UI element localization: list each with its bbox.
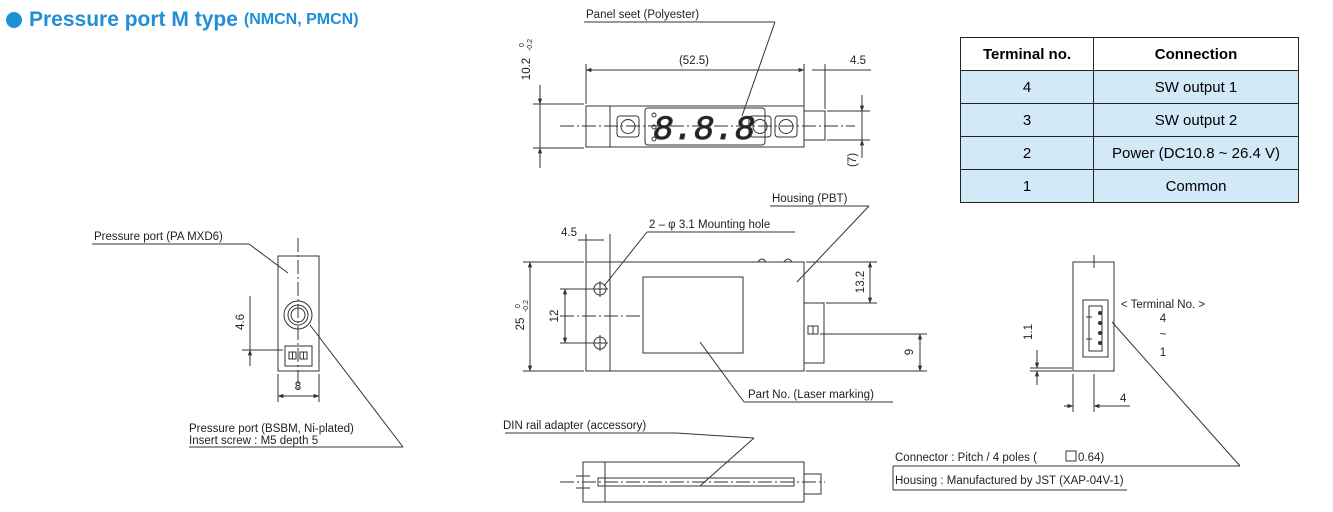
label-panel-seet: Panel seet (Polyester) <box>586 9 699 21</box>
display-window <box>644 107 766 146</box>
dim-1-1: 1.1 <box>1023 324 1035 340</box>
port-circle-inner <box>287 304 309 326</box>
label-connector-pitch: Connector : Pitch / 4 poles ( <box>895 452 1037 464</box>
bullet-icon <box>6 12 22 28</box>
label-pressure-port-bsbm: Pressure port (BSBM, Ni-plated) <box>189 423 354 435</box>
connection-cell: Common <box>1093 169 1299 203</box>
terminal-no-cell: 4 <box>960 70 1094 104</box>
display-digits: 8.8.8 <box>653 112 755 150</box>
housing-outline <box>585 261 805 372</box>
square-icon <box>1065 450 1077 462</box>
button-icon <box>752 119 768 134</box>
led-icon <box>651 124 657 130</box>
header-connection: Connection <box>1093 37 1299 71</box>
connector-body <box>803 302 825 364</box>
label-din-rail: DIN rail adapter (accessory) <box>503 420 646 432</box>
label-terminal-no-header: < Terminal No. > <box>1121 299 1205 311</box>
connector-housing <box>1082 299 1109 358</box>
dim-4: 4 <box>1120 393 1127 405</box>
side-view <box>560 258 825 372</box>
dim-25: 25 <box>515 318 527 331</box>
dim-4-5-mid: 4.5 <box>561 227 577 239</box>
label-mounting-hole: 2 – φ 3.1 Mounting hole <box>649 219 770 231</box>
title-main: Pressure port M type <box>29 8 238 31</box>
connection-cell: SW output 2 <box>1093 103 1299 137</box>
port-circle <box>283 300 313 330</box>
terminal-no-cell: 1 <box>960 169 1094 203</box>
label-terminal-bottom: 1 <box>1160 347 1166 359</box>
label-connector-housing: Housing : Manufactured by JST (XAP-04V-1… <box>895 475 1124 487</box>
button-icon <box>778 119 794 134</box>
dim-9: 9 <box>904 349 916 355</box>
dim-10-2-tol-bot: -0.2 <box>527 39 534 51</box>
label-part-no: Part No. (Laser marking) <box>748 389 874 401</box>
button-icon <box>748 115 772 138</box>
label-pressure-port-pa: Pressure port (PA MXD6) <box>94 231 223 243</box>
button-icon <box>616 115 640 138</box>
connection-cell: SW output 1 <box>1093 70 1299 104</box>
header-terminal-no: Terminal no. <box>960 37 1094 71</box>
led-icon <box>651 112 657 118</box>
front-view <box>560 105 855 148</box>
section-title: Pressure port M type (NMCN, PMCN) <box>6 7 359 33</box>
button-icon <box>774 115 798 138</box>
dim-7: (7) <box>847 153 859 167</box>
title-sub: (NMCN, PMCN) <box>243 11 359 28</box>
label-housing-pbt: Housing (PBT) <box>772 193 848 205</box>
label-insert-screw: Insert screw : M5 depth 5 <box>189 435 318 447</box>
dim-8: 8 <box>295 381 301 393</box>
terminal-table-header: Terminal no. Connection <box>960 37 1299 71</box>
label-terminal-tilde: ~ <box>1160 329 1167 341</box>
dim-12: 12 <box>549 310 561 323</box>
connection-cell: Power (DC10.8 ~ 26.4 V) <box>1093 136 1299 170</box>
terminal-no-cell: 3 <box>960 103 1094 137</box>
dim-25-tol-top: 0 <box>515 304 522 308</box>
dim-52-5: (52.5) <box>679 55 709 67</box>
connector-view <box>1072 255 1115 372</box>
label-terminal-top: 4 <box>1160 313 1167 325</box>
dim-13-2: 13.2 <box>855 271 867 293</box>
label-connector-pitch-value: 0.64) <box>1078 452 1104 464</box>
dim-10-2-tol-top: 0 <box>519 43 526 47</box>
dim-25-tol-bot: -0.2 <box>523 300 530 312</box>
dim-4-5-top: 4.5 <box>850 55 866 67</box>
marking-area <box>642 276 744 354</box>
pressure-port-view <box>277 238 320 390</box>
led-icon <box>651 136 657 142</box>
dim-4-6: 4.6 <box>235 314 247 330</box>
button-icon <box>620 119 636 134</box>
din-rail-view <box>560 461 825 503</box>
dim-10-2: 10.2 <box>521 58 533 80</box>
port-connector <box>284 345 313 367</box>
